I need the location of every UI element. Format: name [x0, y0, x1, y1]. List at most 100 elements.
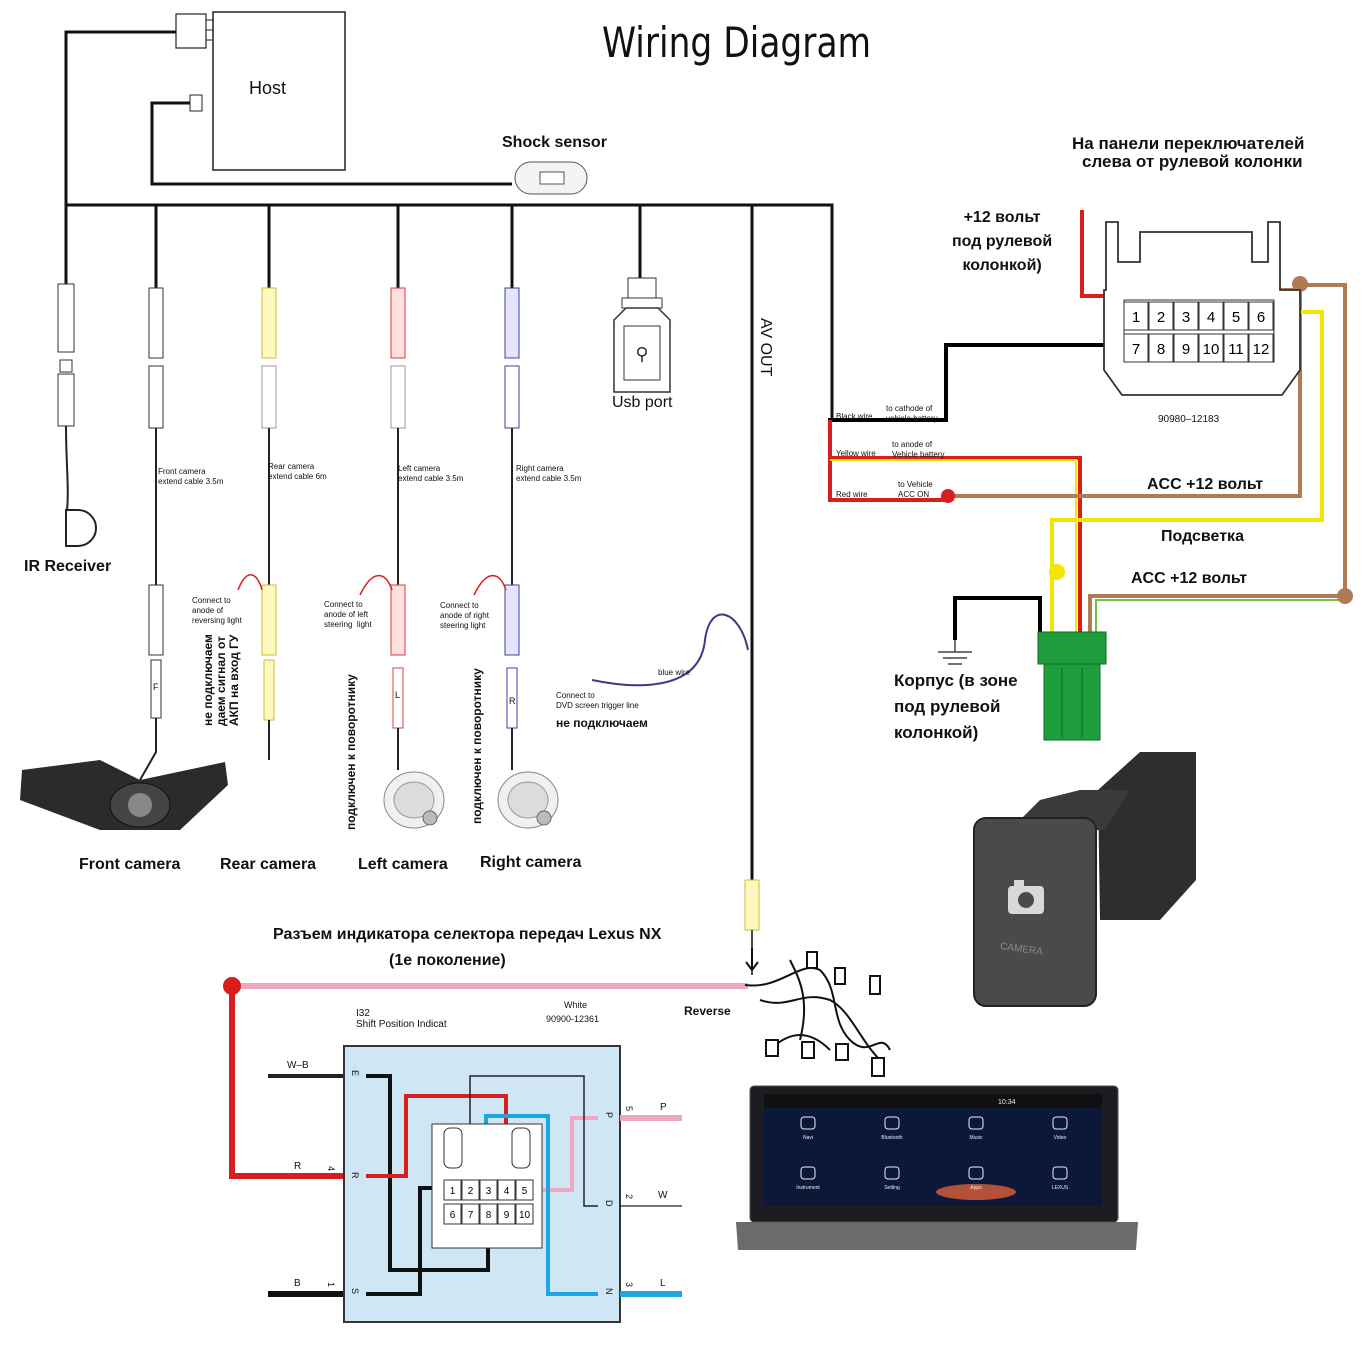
blue-wire: [591, 613, 749, 687]
app-icon-setting[interactable]: Setting: [884, 1166, 900, 1191]
switch-pin-3: 3: [1173, 301, 1199, 331]
gear-wires-left: [229, 983, 748, 1297]
switch-pin-7: 7: [1123, 333, 1149, 363]
app-icon-navi[interactable]: Navi: [800, 1116, 816, 1141]
green-connector: [1037, 631, 1107, 741]
right-cable-note: Right camera extend cable 3.5m: [516, 464, 582, 483]
svg-text:7: 7: [1132, 341, 1140, 358]
gear-title: Разъем индикатора селектора передач Lexu…: [273, 926, 662, 943]
front-plug-letter: F: [153, 682, 159, 692]
yellow-wire-label: Yellow wire: [836, 449, 876, 458]
acc1-label: ACC +12 вольт: [1147, 476, 1264, 493]
diagram-title: Wiring Diagram: [602, 18, 872, 67]
pin-num-1: 1: [326, 1282, 336, 1288]
svg-text:LEXUS: LEXUS: [1052, 1185, 1069, 1191]
left-steer-note: Connect to anode of left steering light: [324, 600, 372, 629]
svg-text:10: 10: [519, 1210, 531, 1221]
blue-wire-note: blue wire: [658, 668, 691, 677]
red-wire-label: Red wire: [836, 490, 868, 499]
rear-ru-note: не подключаем даем сигнал от АКП на вход…: [201, 634, 241, 726]
rear-camera-cable: [237, 287, 277, 760]
svg-text:12: 12: [1253, 341, 1270, 358]
gear-pin-2: 2: [461, 1179, 480, 1201]
svg-text:Bluetooth: Bluetooth: [881, 1135, 902, 1141]
yellow-wire-dest: to anode of Vehicle battery: [892, 440, 945, 459]
switch-pin-1: 1: [1123, 301, 1149, 331]
pin-num-2: 2: [624, 1194, 634, 1200]
app-icon-video[interactable]: Video: [1052, 1116, 1068, 1141]
wire-code-w: W: [658, 1190, 668, 1201]
app-icon-apps[interactable]: Apps: [968, 1166, 984, 1191]
svg-text:Instrument: Instrument: [796, 1185, 820, 1191]
pin-letter-n: N: [604, 1288, 614, 1295]
gear-code: I32: [356, 1008, 370, 1019]
wire-code-b: B: [294, 1278, 301, 1289]
switch-part-number: 90980–12183: [1158, 414, 1220, 425]
acc2-label: ACC +12 вольт: [1131, 570, 1248, 587]
left-plug-letter: L: [395, 690, 401, 700]
host-unit: [175, 11, 346, 171]
pin-num-3: 3: [624, 1282, 634, 1288]
rear-camera-label: Rear camera: [220, 856, 317, 873]
bus-wires: [64, 30, 834, 880]
ir-receiver-cable: [57, 283, 97, 547]
switch-pin-4: 4: [1198, 301, 1224, 331]
svg-text:4: 4: [504, 1186, 510, 1197]
gear-subtitle: (1е поколение): [389, 952, 506, 969]
svg-text:6: 6: [1257, 309, 1265, 326]
svg-text:⚲: ⚲: [635, 344, 648, 364]
switch-pin-9: 9: [1173, 333, 1199, 363]
red-wire-dest: to Vehicle ACC ON: [898, 480, 933, 499]
svg-text:Video: Video: [1054, 1135, 1067, 1141]
wire-code-wb: W–B: [287, 1060, 309, 1071]
app-icon-lexus[interactable]: LEXUS: [1052, 1166, 1069, 1191]
not-connected-note: не подключаем: [556, 716, 648, 730]
svg-text:3: 3: [1182, 309, 1190, 326]
left-camera-cable: [359, 287, 445, 829]
wiring-harness: [744, 951, 891, 1077]
gear-wires-right: [620, 1115, 682, 1297]
svg-text:3: 3: [486, 1186, 492, 1197]
svg-text:5: 5: [522, 1186, 528, 1197]
ir-receiver-label: IR Receiver: [24, 558, 112, 575]
svg-text:Setting: Setting: [884, 1185, 900, 1191]
switch-panel-title-1: На панели переключателей: [1072, 134, 1305, 153]
switch-pin-6: 6: [1248, 301, 1274, 331]
gear-pin-7: 7: [461, 1203, 480, 1225]
app-icon-instrument[interactable]: Instrument: [796, 1166, 820, 1191]
av-out-label: AV OUT: [757, 318, 774, 377]
switch-pin-8: 8: [1148, 333, 1174, 363]
app-icon-music[interactable]: Music: [968, 1116, 984, 1141]
right-steer-note: Connect to anode of right steering light: [440, 601, 489, 630]
svg-text:Apps: Apps: [970, 1185, 982, 1191]
svg-text:11: 11: [1228, 341, 1244, 358]
gear-part-number: 90900-12361: [546, 1014, 600, 1024]
gear-pin-9: 9: [497, 1203, 516, 1225]
svg-text:9: 9: [504, 1210, 510, 1221]
dvd-note: Connect to DVD screen trigger line: [556, 691, 639, 710]
pin-letter-s: S: [350, 1288, 360, 1295]
gear-pin-8: 8: [479, 1203, 498, 1225]
right-camera-label: Right camera: [480, 854, 582, 871]
svg-text:2: 2: [1157, 309, 1165, 326]
app-icon-bluetooth[interactable]: Bluetooth: [881, 1116, 903, 1141]
left-camera-label: Left camera: [358, 856, 448, 873]
svg-text:Music: Music: [969, 1135, 983, 1141]
svg-text:7: 7: [468, 1210, 474, 1221]
svg-text:Navi: Navi: [803, 1135, 813, 1141]
gear-pin-4: 4: [497, 1179, 516, 1201]
reverse-label: Reverse: [684, 1004, 731, 1018]
wire-code-p: P: [660, 1102, 667, 1113]
switch-pin-12: 12: [1248, 333, 1274, 363]
gear-pin-10: 10: [515, 1203, 534, 1225]
svg-text:5: 5: [1232, 309, 1240, 326]
wire-code-l: L: [660, 1278, 666, 1289]
gear-pin-6: 6: [443, 1203, 462, 1225]
front-cable-note: Front camera extend cable 3.5m: [158, 467, 224, 486]
gear-pin-3: 3: [479, 1179, 498, 1201]
left-ru-note: подключен к поворотнику: [344, 674, 358, 830]
switch-pin-10: 10: [1198, 333, 1224, 363]
left-cable-note: Left camera extend cable 3.5m: [398, 464, 464, 483]
